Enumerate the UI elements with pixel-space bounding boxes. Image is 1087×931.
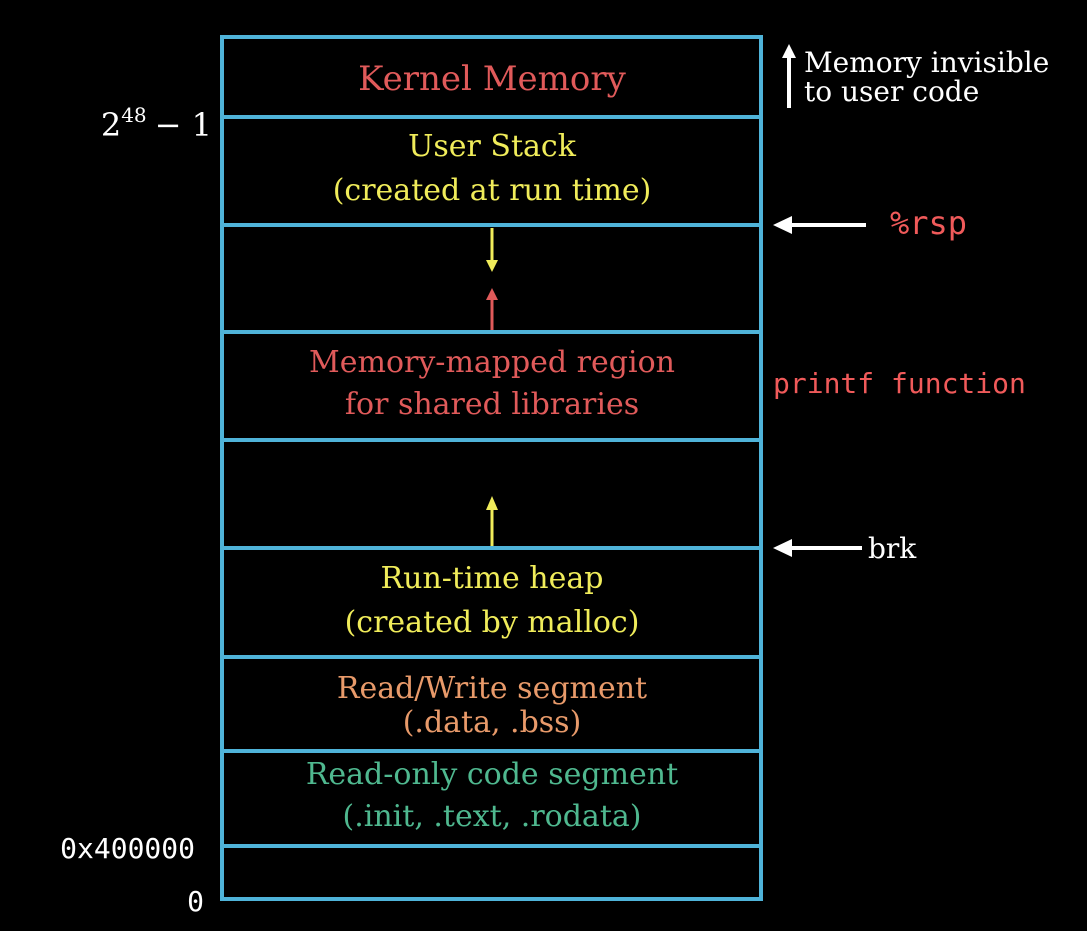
rsp-pointer-arrow (773, 216, 866, 234)
invisible-memory-note-line1: Memory invisible (804, 46, 1049, 79)
kernel-memory-label: Kernel Memory (358, 59, 626, 99)
user-stack-label: User Stack (408, 129, 577, 164)
kernel-up-arrow (782, 44, 796, 108)
stack-growth-arrow (486, 228, 498, 272)
heap-label: Run-time heap (381, 561, 604, 596)
mmap-region-label: Memory-mapped region (309, 345, 675, 380)
ro-segment-label: Read-only code segment (306, 757, 678, 792)
top-address-base: 2 (101, 106, 121, 144)
top-address-label: 248 − 1 (101, 103, 212, 144)
heap-sublabel: (created by malloc) (345, 605, 640, 640)
top-address-minus: − 1 (155, 106, 212, 144)
rw-segment-sublabel: (.data, .bss) (403, 705, 582, 740)
printf-function-label: printf function (773, 367, 1026, 400)
zero-address: 0 (187, 885, 204, 918)
brk-label: brk (868, 532, 917, 565)
brk-pointer-arrow (773, 539, 862, 557)
rw-segment-label: Read/Write segment (337, 671, 647, 706)
heap-growth-arrow (486, 496, 498, 546)
mmap-growth-arrow (486, 288, 498, 330)
invisible-memory-note-line2: to user code (804, 75, 979, 108)
column-outline (220, 35, 763, 901)
rsp-label: %rsp (890, 204, 967, 242)
ro-segment-sublabel: (.init, .text, .rodata) (343, 799, 642, 834)
memory-column (220, 35, 763, 901)
user-stack-sublabel: (created at run time) (333, 173, 652, 208)
code-start-address: 0x400000 (60, 832, 195, 865)
top-address-exponent: 48 (121, 103, 146, 127)
mmap-region-sublabel: for shared libraries (345, 387, 639, 422)
